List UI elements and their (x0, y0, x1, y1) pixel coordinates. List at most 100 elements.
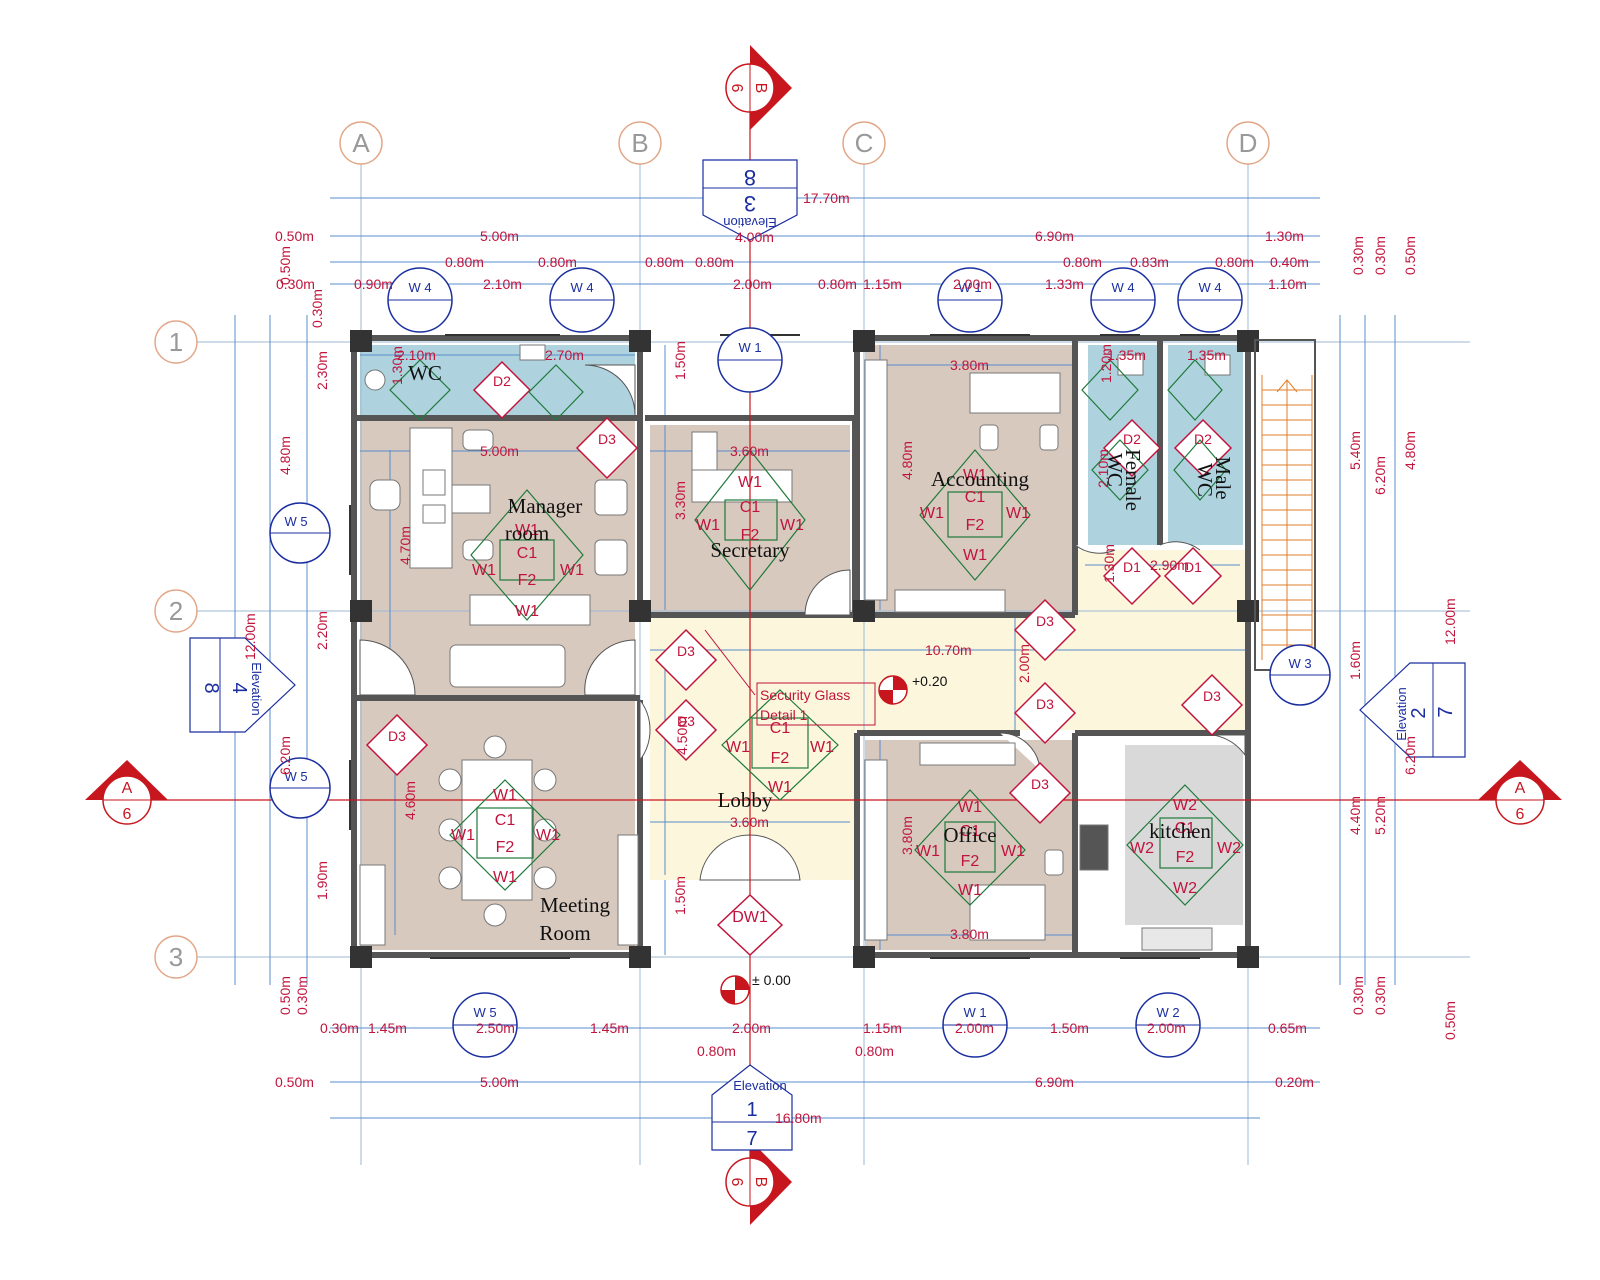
finish-wall: W1 (493, 869, 517, 886)
dim-text: 12.00m (242, 613, 258, 660)
section-marker-a-left: A 6 (85, 760, 168, 825)
door-tag-d1: D1 (1184, 559, 1202, 575)
elevation-number: 2 (1408, 707, 1430, 718)
window-tag-label: W 1 (958, 280, 981, 295)
dim-text: 0.50m (1442, 1001, 1458, 1040)
finish-wall: W1 (472, 562, 496, 579)
door-tag-d3: D3 (677, 713, 695, 729)
dim-text: 6.90m (1035, 228, 1074, 244)
finish-ceiling: C1 (1175, 820, 1196, 837)
finish-wall: W1 (560, 562, 584, 579)
window-tag-w2-bottom: W 2 (1135, 992, 1201, 1058)
section-letter: A (1515, 780, 1526, 797)
section-letter: B (752, 1177, 769, 1188)
dim-text: 0.80m (695, 254, 734, 270)
dim-text: 1.10m (1268, 276, 1307, 292)
dim-text: 0.30m (309, 289, 325, 328)
callout-title: Security Glass (760, 687, 850, 703)
dim-text: 1.45m (368, 1020, 407, 1036)
room-label-manager-room: room (505, 521, 549, 545)
finish-ceiling: C1 (517, 545, 538, 562)
elevation-sheet: 7 (1435, 706, 1457, 717)
dim-text: 6.90m (1035, 1074, 1074, 1090)
door-tag-d2: D2 (1123, 431, 1141, 447)
dim-text: 0.30m (1350, 976, 1366, 1015)
door-tag-d2: D2 (493, 373, 511, 389)
staircase (1261, 375, 1313, 660)
dim-text: 0.80m (538, 254, 577, 270)
room-label-accounting: Accounting (931, 467, 1029, 491)
dim-text: 0.80m (1063, 254, 1102, 270)
dim-text: 1.33m (1045, 276, 1084, 292)
room-label-male: Male (1211, 456, 1235, 499)
grid-label-d: D (1239, 128, 1258, 158)
window-tag-label: W 2 (1156, 1005, 1179, 1020)
finish-wall: W1 (916, 843, 940, 860)
kitchen-counter (1125, 745, 1243, 925)
grid-label-c: C (855, 128, 874, 158)
dim-text: 2.30m (314, 351, 330, 390)
finish-wall: W1 (1001, 843, 1025, 860)
dim-text: 4.50m (674, 716, 690, 755)
dim-text: 3.80m (950, 357, 989, 373)
window-tag-w5-bottom: W 5 (452, 992, 518, 1058)
finish-wall: W1 (963, 547, 987, 564)
grid-label-3: 3 (169, 942, 183, 972)
dim-text: 1.20m (1098, 344, 1114, 383)
dim-text: 0.83m (1130, 254, 1169, 270)
window-tag-w1-bottom: W 1 (942, 992, 1008, 1058)
dim-text: 2.00m (953, 276, 992, 292)
window-tag-w4-3: W 4 (1090, 267, 1156, 333)
door-swings (359, 364, 1246, 881)
dim-text: 5.00m (480, 443, 519, 459)
door-tag-d3: D3 (677, 643, 695, 659)
dim-text: 1.50m (672, 341, 688, 380)
elevation-sheet: 8 (200, 682, 222, 693)
room-label-manager: Manager (508, 494, 583, 518)
dim-text: 0.30m (1350, 236, 1366, 275)
finish-floor: F2 (496, 839, 515, 856)
finish-wall: W1 (726, 739, 750, 756)
finish-wall: W1 (963, 467, 987, 484)
section-sheet: 6 (728, 84, 745, 93)
finish-wall: W1 (920, 505, 944, 522)
door-tags (365, 360, 1244, 957)
door-tag-d3: D3 (388, 728, 406, 744)
finish-wall: W1 (810, 739, 834, 756)
callout-detail: Detail 1 (760, 707, 808, 723)
room-label-lobby: Lobby (718, 788, 773, 812)
dim-overall-width-bottom: 16.80m (775, 1110, 822, 1126)
dim-text: 1.30m (1265, 228, 1304, 244)
dim-text: 0.20m (1275, 1074, 1314, 1090)
elevation-sheet: 8 (744, 165, 756, 190)
dim-text: 4.80m (899, 441, 915, 480)
door-tag-d3: D3 (1031, 776, 1049, 792)
dim-text: 0.80m (855, 1043, 894, 1059)
section-marker-b-bottom: B 6 (725, 1140, 792, 1225)
dim-overall-width: 17.70m (803, 190, 850, 206)
dim-text: 0.80m (697, 1043, 736, 1059)
level-marker-ground: ± 0.00 (720, 972, 791, 1005)
door-tag-d3: D3 (1203, 688, 1221, 704)
window-tag-label: W 1 (963, 1005, 986, 1020)
dim-text: 0.30m (320, 1020, 359, 1036)
dim-text: 1.30m (1101, 544, 1117, 583)
dim-text: 5.00m (480, 228, 519, 244)
section-letter: A (122, 780, 133, 797)
finish-wall: W1 (958, 882, 982, 899)
section-sheet: 6 (123, 806, 132, 823)
dim-text: 0.80m (1215, 254, 1254, 270)
window-tag-label: W 4 (570, 280, 593, 295)
dim-text: 4.80m (1402, 431, 1418, 470)
finish-floor: F2 (1176, 849, 1195, 866)
finish-ceiling: C1 (960, 823, 981, 840)
dim-text: 0.80m (645, 254, 684, 270)
elevation-marker-top: 8 3 Elevation (702, 159, 798, 241)
elevation-number: 1 (746, 1099, 757, 1121)
window-tag-label: W 1 (738, 340, 761, 355)
dim-text: 4.70m (397, 526, 413, 565)
finish-floor: F2 (741, 527, 760, 544)
dim-text: 2.00m (955, 1020, 994, 1036)
room-labels: WC Manager room Secretary Accounting WC … (408, 361, 1235, 945)
window-tag-w3: W 3 (1269, 644, 1331, 706)
